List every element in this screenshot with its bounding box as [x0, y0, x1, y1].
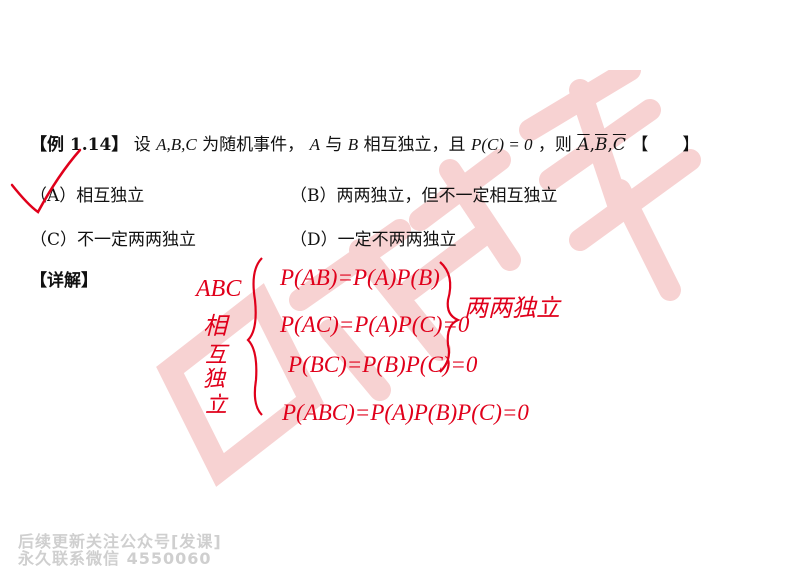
hw-left-4: 独 — [203, 366, 227, 391]
hw-eq-3: P(BC)=P(B)P(C)=0 — [287, 352, 478, 377]
question-text-part: 相互独立，且 — [363, 135, 466, 155]
hw-left-5: 立 — [205, 392, 229, 417]
hw-left-2: 相 — [203, 313, 230, 340]
complement-c: C — [612, 135, 626, 155]
complement-b: B — [595, 135, 608, 155]
option-b: （B）两两独立，但不一定相互独立 — [290, 186, 558, 206]
question-text-part: ，则 — [537, 135, 572, 155]
question-text-part: 设 — [133, 135, 151, 155]
left-brace-icon — [246, 257, 263, 416]
hw-left-3: 互 — [205, 342, 230, 367]
detail-label: 【详解】 — [30, 271, 98, 291]
question-var-b: B — [347, 135, 359, 154]
option-d: （D）一定不两两独立 — [290, 230, 457, 250]
hw-left-1: ABC — [194, 276, 242, 302]
question-prob: P(C) = 0 — [470, 135, 533, 154]
footer-line-2: 永久联系微信 4550060 — [18, 549, 212, 568]
answer-bracket: 【 】 — [631, 135, 700, 155]
hw-eq-2: P(AC)=P(A)P(C)=0 — [279, 312, 470, 337]
option-c: （C）不一定两两独立 — [30, 230, 197, 250]
hw-eq-4: P(ABC)=P(A)P(B)P(C)=0 — [281, 400, 529, 425]
question-text-part: 为随机事件， — [202, 135, 305, 155]
question-label: 【例 1.14】 — [30, 135, 129, 155]
right-brace-icon — [439, 261, 461, 373]
complement-a: A — [577, 135, 590, 155]
question-vars: A,B,C — [156, 135, 197, 154]
footer-line-1: 后续更新关注公众号[发课] — [18, 532, 222, 551]
question-var-a: A — [309, 135, 320, 154]
hw-eq-1: P(AB)=P(A)P(B) — [279, 265, 440, 290]
question-text: 【例 1.14】 设 A,B,C 为随机事件， A 与 B 相互独立，且 P(C… — [30, 135, 700, 155]
option-a: （A）相互独立 — [30, 186, 145, 206]
hw-note: 两两独立 — [464, 295, 562, 322]
question-text-part: 与 — [325, 135, 343, 155]
